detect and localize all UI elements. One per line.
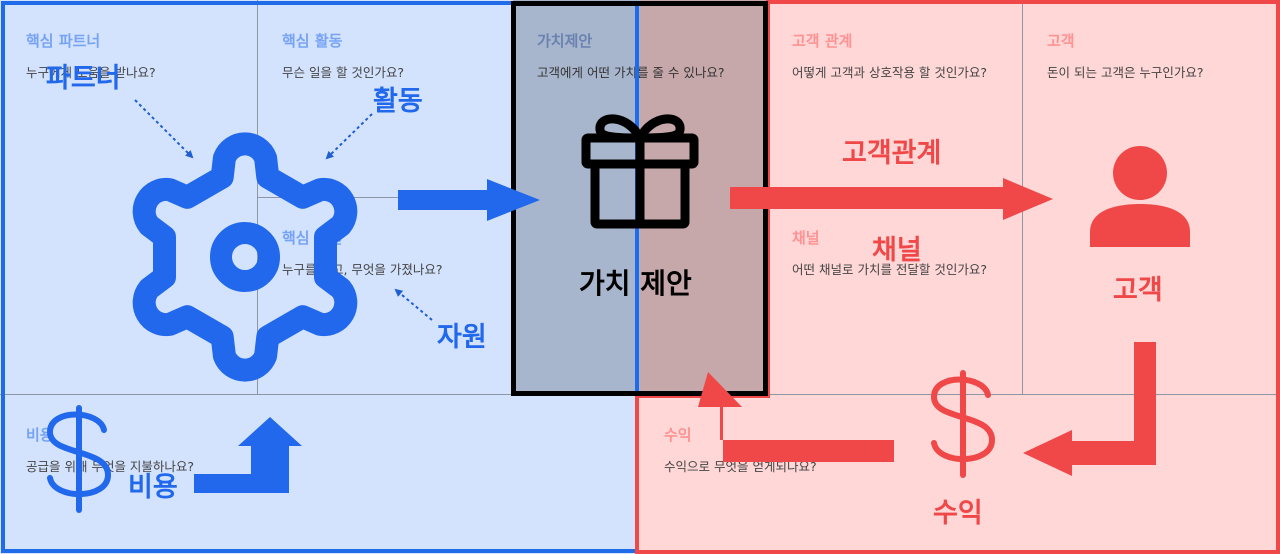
- relationship-label: 고객관계: [842, 138, 942, 169]
- customer-label: 고객: [1113, 275, 1163, 306]
- partner-label: 파트너: [46, 63, 121, 94]
- grid-line: [768, 394, 1280, 395]
- activity-pointer-arrow: [325, 113, 373, 160]
- revenue-to-value-arrow: [698, 372, 894, 462]
- cell-customer-relationships: 고객 관계 어떻게 고객과 상호작용 할 것인가요?: [792, 30, 987, 81]
- cell-question: 공급을 위해 무엇을 지불하나요?: [26, 459, 195, 474]
- engine-to-value-arrow: [398, 179, 540, 221]
- cell-key-activities: 핵심 활동 무슨 일을 할 것인가요?: [282, 30, 404, 81]
- value-proposition-label: 가치 제안: [579, 267, 692, 300]
- person-icon: [1090, 146, 1190, 247]
- cell-key-partners: 핵심 파트너 누구에게 도움을 받나요?: [26, 30, 156, 81]
- right-zone-border: [635, 0, 1280, 554]
- cell-question: 무슨 일을 할 것인가요?: [282, 65, 405, 80]
- cell-title: 가치제안: [537, 32, 593, 50]
- cell-channels: 채널 어떤 채널로 가치를 전달할 것인가요?: [792, 227, 987, 278]
- cell-title: 핵심 활동: [282, 32, 343, 50]
- cell-title: 채널: [792, 229, 820, 247]
- gift-icon: [581, 114, 699, 229]
- value-to-customer-arrow: [730, 178, 1053, 220]
- cell-question: 돈이 되는 고객은 누구인가요?: [1047, 65, 1204, 80]
- left-zone-border: [1, 1, 639, 553]
- cell-title: 고객: [1047, 32, 1075, 50]
- grid-line: [257, 197, 512, 198]
- customer-to-revenue-arrow: [1023, 342, 1156, 476]
- cell-question: 어떤 채널로 가치를 전달할 것인가요?: [792, 262, 988, 277]
- dollar-icon-cost: [46, 405, 112, 513]
- revenue-zone: [637, 396, 1280, 554]
- cell-title: 핵심 파트너: [26, 32, 101, 50]
- dollar-icon-revenue: [930, 370, 996, 478]
- cell-question: 수익으로 무엇을 얻게되나요?: [664, 459, 817, 474]
- cell-question: 어떻게 고객과 상호작용 할 것인가요?: [792, 65, 988, 80]
- cell-title: 수익: [664, 426, 692, 444]
- revenue-label: 수익: [933, 498, 983, 529]
- resource-label: 자원: [437, 322, 487, 353]
- cell-value-proposition: 가치제안 고객에게 어떤 가치를 줄 수 있나요?: [537, 30, 725, 81]
- activity-label: 활동: [373, 86, 423, 117]
- cell-question: 고객에게 어떤 가치를 줄 수 있나요?: [537, 65, 725, 80]
- cell-title: 고객 관계: [792, 32, 853, 50]
- cost-label: 비용: [128, 472, 178, 503]
- grid-line: [0, 394, 512, 395]
- cell-title: 비용: [26, 426, 54, 444]
- resource-pointer-arrow: [394, 288, 433, 321]
- cell-revenue-streams: 수익 수익으로 무엇을 얻게되나요?: [664, 424, 817, 475]
- cell-cost-structure: 비용 공급을 위해 무엇을 지불하나요?: [26, 424, 194, 475]
- gear-icon: [132, 132, 358, 382]
- cell-question: 누구에게 도움을 받나요?: [26, 65, 156, 80]
- channel-label: 채널: [872, 235, 922, 266]
- partner-pointer-arrow: [134, 99, 194, 159]
- cost-up-arrow: [194, 417, 302, 493]
- cell-customer-segments: 고객 돈이 되는 고객은 누구인가요?: [1047, 30, 1204, 81]
